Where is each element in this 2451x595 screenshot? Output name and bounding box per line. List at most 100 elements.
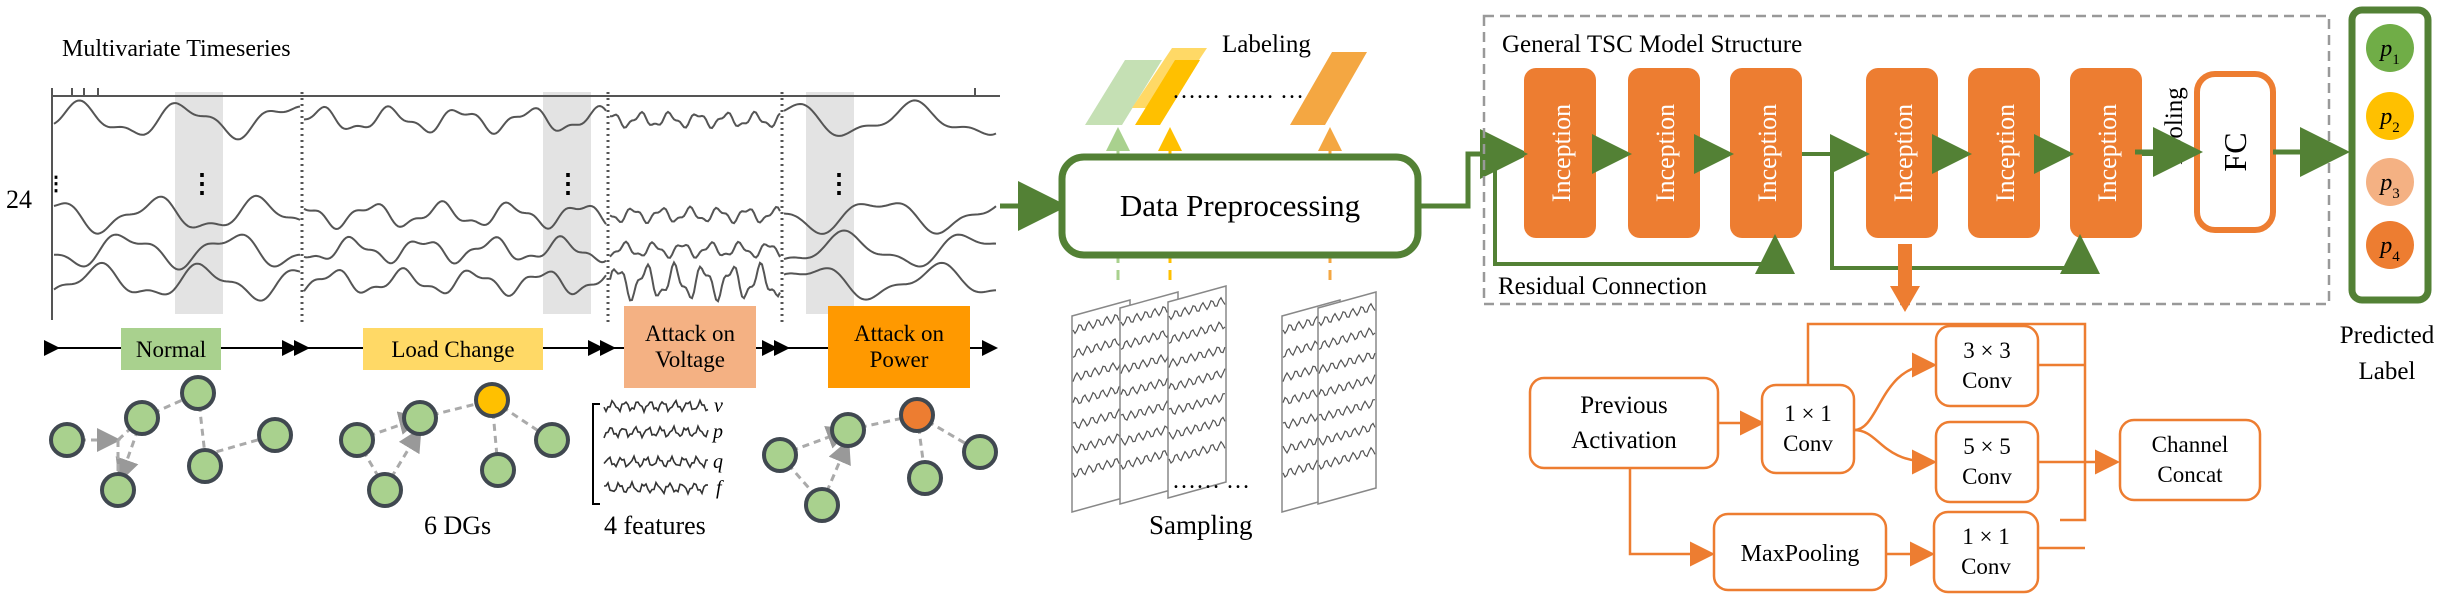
sample-trace <box>1318 399 1376 421</box>
conv1x1-box <box>1760 383 1856 475</box>
inception-label: Inception <box>1753 104 1782 202</box>
timeseries-line <box>53 261 301 302</box>
inception-block <box>1968 68 2040 238</box>
sampling-label: Sampling <box>1149 510 1253 540</box>
feature-wave <box>603 398 709 415</box>
fc-label: FC <box>2217 132 2253 171</box>
maxpooling-label: MaxPooling <box>1741 541 1860 567</box>
sample-sheet <box>1167 285 1227 499</box>
highlight-band <box>806 92 854 314</box>
channel-concat-label: Channel Concat <box>2151 432 2229 487</box>
dg-count-label: 6 DGs <box>424 511 491 540</box>
sample-trace <box>1168 296 1226 321</box>
previous-activation-label: Previous Activation <box>1571 392 1677 454</box>
label-ellipsis: …… …… … <box>1172 78 1304 104</box>
conv1x1-label: 1 × 1 Conv <box>1783 401 1833 456</box>
vertical-ellipsis: ⋮ <box>555 169 581 198</box>
conv3x3-label: 3 × 3 Conv <box>1962 338 2012 393</box>
prediction-label: p2 <box>2378 104 2400 136</box>
attack-voltage-label-wrap: Attack on Voltage <box>644 320 736 372</box>
highlight-band <box>543 92 591 314</box>
feature-p: p <box>711 421 723 443</box>
preprocessing-panel: Labeling …… …… … Data Preprocessing …… …… <box>1058 31 1422 540</box>
sample-trace <box>1168 321 1226 344</box>
data-preprocessing-label: Data Preprocessing <box>1120 188 1360 223</box>
channel-count: 24 <box>6 185 32 214</box>
inception-block <box>1866 68 1938 238</box>
attack-power-label-wrap: Attack on Power <box>854 321 944 372</box>
sample-trace <box>1168 346 1226 368</box>
residual-connection-2 <box>1830 154 2100 274</box>
sample-trace <box>1168 440 1226 464</box>
load-change-label-box <box>363 328 543 370</box>
normal-label: Normal <box>136 337 206 362</box>
channel-concat-box <box>2118 418 2262 502</box>
conv1x1-b-label: 1 × 1 Conv <box>1961 524 2011 579</box>
prediction-label: p3 <box>2378 170 2400 202</box>
sample-sheet <box>1317 291 1377 505</box>
timeseries-line <box>303 267 607 297</box>
label-tag-green <box>1085 60 1162 125</box>
inception-label: Inception <box>1547 104 1576 202</box>
timeseries-line <box>303 235 607 265</box>
labeling-label: Labeling <box>1222 31 1311 58</box>
feature-wave <box>603 423 709 440</box>
feature-q: q <box>713 451 723 473</box>
vertical-ellipsis: ⋮ <box>189 169 215 198</box>
dg-graph-normal <box>67 391 276 488</box>
highlight-band <box>175 92 223 314</box>
feature-wave <box>603 479 709 497</box>
inception-label: Inception <box>1991 104 2020 202</box>
vertical-ellipsis: ⋮ <box>826 169 852 198</box>
feature-wave <box>603 454 709 470</box>
timeseries-line <box>53 233 301 271</box>
sample-trace <box>1318 422 1376 447</box>
features-glyph: v p q f 4 features <box>592 395 724 540</box>
prediction-circle <box>2366 92 2414 140</box>
timeseries-line <box>53 99 301 141</box>
conv3x3-box <box>1934 324 2040 408</box>
inception-block <box>2070 68 2142 238</box>
conv5x5-box <box>1934 420 2040 504</box>
previous-activation-box <box>1528 376 1720 470</box>
timeseries-line <box>783 229 997 268</box>
timeseries-line <box>610 110 781 130</box>
prediction-circle <box>2366 24 2414 72</box>
feature-v: v <box>714 395 723 417</box>
output-panel: p1 p2 p3 p4 Predicted Label <box>2339 6 2435 386</box>
label-tag-orange <box>1290 52 1367 125</box>
sampled-windows <box>1071 285 1377 513</box>
conv5x5-label: 5 × 5 Conv <box>1962 434 2012 489</box>
prediction-label: p1 <box>2378 36 2400 68</box>
feature-f: f <box>716 477 724 499</box>
inception-label: Inception <box>2093 104 2122 202</box>
attack-power-label-box <box>828 306 970 388</box>
prediction-circle <box>2366 158 2414 206</box>
sample-trace <box>1168 393 1226 415</box>
conv1x1-b-box <box>1932 510 2040 594</box>
sample-trace <box>1168 368 1226 391</box>
timeseries-line <box>609 260 781 303</box>
detail-arrow-head <box>1890 286 1920 312</box>
vertical-ellipsis: ⋮ <box>46 173 66 195</box>
inception-block <box>1730 68 1802 238</box>
timeseries-line <box>609 240 781 259</box>
predicted-label: Predicted Label <box>2339 322 2435 386</box>
inception-block <box>1524 68 1596 238</box>
sheet-ellipsis: …… … <box>1172 468 1250 494</box>
attack-voltage-label: Attack on Voltage <box>644 320 736 372</box>
inception-blocks: Inception Inception Inception Inception Ince… <box>1488 68 2160 238</box>
timeseries-waves <box>53 99 997 303</box>
prediction-label: p4 <box>2378 233 2400 265</box>
timeseries-line <box>609 205 781 225</box>
normal-label-box <box>121 328 221 370</box>
inception-block <box>1628 68 1700 238</box>
dg-graph-attack-power <box>778 413 981 504</box>
maxpooling-box <box>1712 512 1888 592</box>
timeseries-line <box>783 261 997 301</box>
output-box <box>2348 6 2432 304</box>
inception-label: Inception <box>1651 104 1680 202</box>
load-change-label: Load Change <box>391 337 514 362</box>
residual-label: Residual Connection <box>1498 273 1707 300</box>
